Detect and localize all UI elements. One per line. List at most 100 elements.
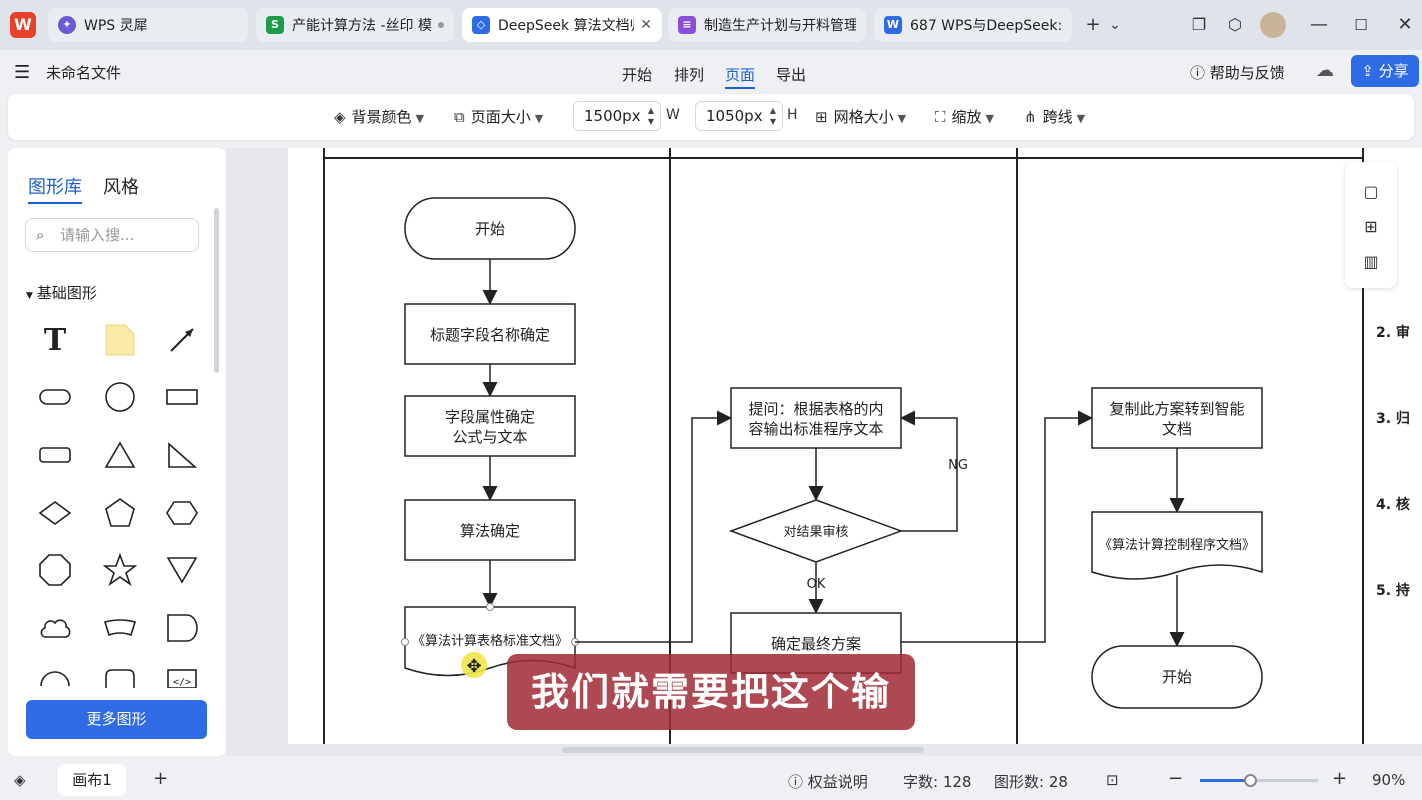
nav-arrange[interactable]: 排列 xyxy=(674,66,705,84)
hamburger-menu-icon[interactable]: ☰ xyxy=(14,62,31,83)
chart-icon[interactable]: ▥ xyxy=(1363,252,1379,271)
ng-loop-connector[interactable] xyxy=(900,410,958,532)
close-tab-icon[interactable]: ✕ xyxy=(640,17,652,33)
connector[interactable] xyxy=(901,410,1093,643)
zoom-dropdown[interactable]: ⛶缩放▼ xyxy=(935,106,994,127)
help-feedback-button[interactable]: ⓘ 帮助与反馈 xyxy=(1190,62,1285,83)
apps-grid-icon[interactable]: ⊞ xyxy=(1364,217,1378,236)
right-triangle-shape-icon[interactable] xyxy=(162,435,202,475)
code-block-shape-icon[interactable]: </> xyxy=(162,666,202,688)
zoom-in-button[interactable]: + xyxy=(1332,768,1348,789)
selection-handle[interactable] xyxy=(486,603,494,611)
minimize-icon[interactable]: — xyxy=(1310,14,1328,35)
algorithm-process[interactable] xyxy=(404,499,576,561)
control-doc-label: 《算法计算控制程序文档》 xyxy=(1099,538,1255,553)
panel-scrollbar[interactable] xyxy=(214,208,219,373)
new-tab-button[interactable]: + xyxy=(1085,14,1101,35)
add-page-button[interactable]: + xyxy=(153,768,169,789)
rights-info-button[interactable]: ⓘ 权益说明 xyxy=(788,771,868,792)
zoom-slider[interactable] xyxy=(1200,774,1318,787)
arch-shape-icon[interactable] xyxy=(100,666,140,688)
browser-tab[interactable]: ≡ 制造生产计划与开料管理 xyxy=(668,8,866,42)
copy-plan-process[interactable] xyxy=(1091,387,1263,449)
tab-shape-library[interactable]: 图形库 xyxy=(28,173,82,204)
zoom-slider-handle[interactable] xyxy=(1243,774,1257,787)
window-restore-icon[interactable]: ❐ xyxy=(1191,15,1207,34)
half-circle-shape-icon[interactable] xyxy=(35,666,75,688)
width-value: 1500px xyxy=(584,107,641,125)
crossline-dropdown[interactable]: ⋔跨线▼ xyxy=(1024,106,1085,127)
canvas-page[interactable]: 开始 标题字段名称确定 字段属性确定 公式与文本 算法确定 《算法计算表格标准文… xyxy=(288,148,1422,744)
end-terminator[interactable] xyxy=(1091,645,1263,709)
grid-size-dropdown[interactable]: ⊞网格大小▼ xyxy=(815,106,906,127)
tab-list-button[interactable]: ⌄ xyxy=(1109,17,1121,33)
clipped-text: 4. 核 xyxy=(1376,497,1410,513)
word-icon: W xyxy=(884,16,902,34)
canvas-area[interactable]: 开始 标题字段名称确定 字段属性确定 公式与文本 算法确定 《算法计算表格标准文… xyxy=(226,148,1422,756)
rectangle-shape-icon[interactable] xyxy=(162,377,202,417)
background-color-dropdown[interactable]: ◈背景颜色▼ xyxy=(334,106,424,127)
category-label: 基础图形 xyxy=(36,284,97,302)
arrow-line-shape-icon[interactable] xyxy=(162,320,202,360)
stepper-icon[interactable]: ▲▼ xyxy=(769,106,776,126)
close-window-icon[interactable]: ✕ xyxy=(1397,14,1413,35)
more-shapes-button[interactable]: 更多图形 xyxy=(26,700,207,739)
maximize-icon[interactable]: ☐ xyxy=(1354,16,1368,34)
avatar[interactable] xyxy=(1260,12,1286,38)
connector[interactable] xyxy=(575,410,732,643)
control-doc-shape[interactable] xyxy=(1091,511,1263,580)
browser-tab[interactable]: S 产能计算方法 -丝印 模 xyxy=(256,8,454,42)
cloud-sync-icon[interactable]: ☁ xyxy=(1316,60,1334,81)
zoom-level[interactable]: 90% xyxy=(1372,771,1406,789)
star-shape-icon[interactable] xyxy=(100,550,140,590)
browser-tab-active[interactable]: ◇ DeepSeek 算法文档归 ✕ xyxy=(462,8,662,42)
page-width-input[interactable]: 1500px ▲▼ xyxy=(573,101,661,131)
share-button[interactable]: ⇪ 分享 xyxy=(1351,55,1419,87)
page-height-input[interactable]: 1050px ▲▼ xyxy=(695,101,783,131)
triangle-shape-icon[interactable] xyxy=(100,435,140,475)
inverted-triangle-shape-icon[interactable] xyxy=(162,550,202,590)
document-title[interactable]: 未命名文件 xyxy=(46,64,122,82)
rounded-rectangle-shape-icon[interactable] xyxy=(35,377,75,417)
canvas-horizontal-scrollbar[interactable] xyxy=(562,747,924,753)
prompt-process[interactable] xyxy=(730,387,902,449)
browser-tab[interactable]: W 687 WPS与DeepSeek: 读 xyxy=(874,8,1072,42)
category-basic-shapes[interactable]: ▼基础图形 xyxy=(26,282,97,303)
cloud-shape-icon[interactable] xyxy=(35,608,75,648)
flowchart[interactable]: 开始 标题字段名称确定 字段属性确定 公式与文本 算法确定 《算法计算表格标准文… xyxy=(288,148,1422,744)
nav-start[interactable]: 开始 xyxy=(622,66,653,84)
shape-search-input[interactable]: ⌕ 请输入搜... xyxy=(25,218,199,252)
nav-export[interactable]: 导出 xyxy=(776,66,807,84)
diagram-icon: ◇ xyxy=(472,16,490,34)
stepper-icon[interactable]: ▲▼ xyxy=(647,106,654,126)
note-shape-icon[interactable] xyxy=(100,320,140,360)
canvas-page-tab[interactable]: 画布1 xyxy=(58,764,126,796)
help-label: 帮助与反馈 xyxy=(1209,64,1285,82)
wps-logo-icon[interactable]: W xyxy=(10,12,36,38)
hexagon-shape-icon[interactable] xyxy=(162,493,202,533)
banner-shape-icon[interactable] xyxy=(100,608,140,648)
tool-label: 缩放 xyxy=(951,108,982,126)
circle-shape-icon[interactable] xyxy=(100,377,140,417)
fit-page-icon[interactable]: ⊡ xyxy=(1106,771,1119,789)
text-shape-icon[interactable]: T xyxy=(43,322,67,358)
cube-icon[interactable]: ⬡ xyxy=(1228,15,1242,34)
zoom-out-button[interactable]: − xyxy=(1168,768,1184,789)
tab-style[interactable]: 风格 xyxy=(103,177,139,198)
shape-count: 图形数: 28 xyxy=(994,771,1068,792)
chevron-down-icon: ▼ xyxy=(897,112,907,125)
diamond-shape-icon[interactable] xyxy=(35,493,75,533)
pentagon-shape-icon[interactable] xyxy=(100,493,140,533)
nav-page[interactable]: 页面 xyxy=(725,64,756,89)
end-label: 开始 xyxy=(1162,668,1192,686)
zoom-slider-fill xyxy=(1200,779,1250,782)
layers-icon[interactable]: ◈ xyxy=(14,771,26,789)
browser-tab[interactable]: ✦ WPS 灵犀 xyxy=(48,8,248,42)
page-icon[interactable]: ▢ xyxy=(1363,182,1379,201)
selection-handle[interactable] xyxy=(401,638,409,646)
field-attribute-process[interactable] xyxy=(404,395,576,457)
d-shape-icon[interactable] xyxy=(162,608,202,648)
page-size-dropdown[interactable]: ⧉页面大小▼ xyxy=(454,106,543,127)
round-rect-small-shape-icon[interactable] xyxy=(35,435,75,475)
octagon-shape-icon[interactable] xyxy=(35,550,75,590)
